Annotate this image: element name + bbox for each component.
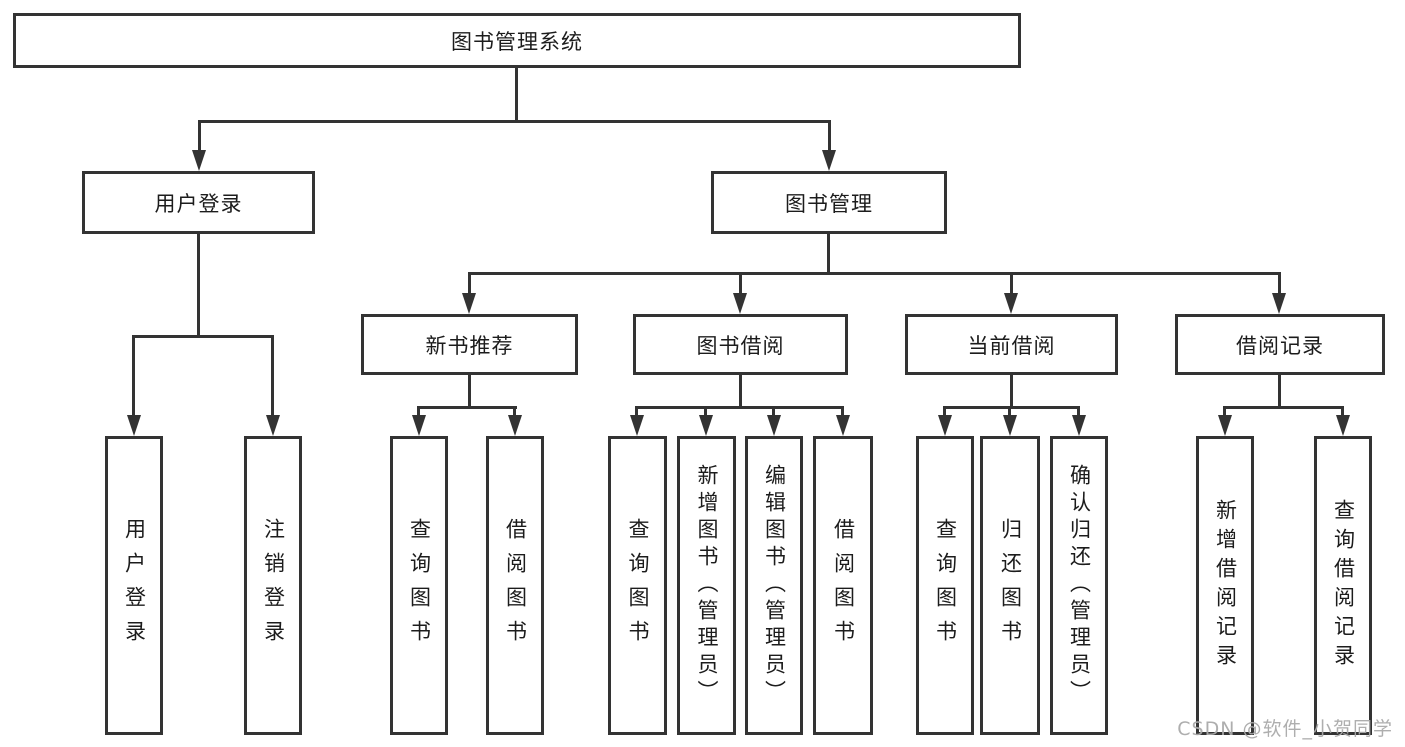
node-root-label: 图书管理系统 [451,29,583,54]
leaf-query-books-recommend-label: 查询图书 [407,517,432,654]
arrowhead-down-icon [1272,293,1286,314]
connector-line [704,406,707,418]
connector-line [515,68,518,122]
arrowhead-down-icon [266,415,280,436]
arrowhead-down-icon [699,415,713,436]
arrowhead-down-icon [767,415,781,436]
connector-line [1008,406,1011,418]
connector-line [132,335,274,338]
arrowhead-down-icon [836,415,850,436]
arrowhead-down-icon [1072,415,1086,436]
connector-line [772,406,775,418]
connector-line [1010,272,1013,296]
connector-line [1223,406,1344,409]
connector-line [1077,406,1080,418]
connector-line [417,406,517,409]
connector-line [468,272,471,296]
leaf-return-books: 归还图书 [980,436,1040,735]
connector-line [1278,272,1281,296]
node-user-login: 用户登录 [82,171,315,234]
connector-line [1278,375,1281,408]
connector-line [841,406,844,418]
leaf-query-books-borrow: 查询图书 [608,436,667,735]
connector-line [827,234,830,275]
arrowhead-down-icon [127,415,141,436]
connector-line [739,272,742,296]
node-book-management: 图书管理 [711,171,947,234]
leaf-edit-book-admin: 编辑图书（管理员） [745,436,803,735]
leaf-query-borrow-record-label: 查询借阅记录 [1331,498,1356,673]
connector-line [468,272,1281,275]
leaf-confirm-return-admin: 确认归还（管理员） [1050,436,1108,735]
connector-line [197,234,200,337]
arrowhead-down-icon [822,150,836,171]
leaf-borrow-books: 借阅图书 [813,436,873,735]
node-book-borrow-label: 图书借阅 [696,333,785,358]
arrowhead-down-icon [733,293,747,314]
connector-line [198,120,201,153]
node-book-management-label: 图书管理 [785,191,873,216]
connector-line [271,335,274,417]
leaf-query-books-recommend: 查询图书 [390,436,448,735]
leaf-logout-label: 注销登录 [261,517,286,654]
arrowhead-down-icon [412,415,426,436]
connector-line [132,335,135,417]
connector-line [1010,375,1013,408]
node-current-borrow: 当前借阅 [905,314,1118,375]
leaf-logout: 注销登录 [244,436,302,735]
arrowhead-down-icon [1218,415,1232,436]
leaf-query-books-current: 查询图书 [916,436,974,735]
leaf-edit-book-admin-label: 编辑图书（管理员） [762,464,787,707]
arrowhead-down-icon [508,415,522,436]
connector-line [739,375,742,408]
node-borrow-records-label: 借阅记录 [1236,333,1324,358]
connector-line [1341,406,1344,418]
leaf-add-book-admin: 新增图书（管理员） [677,436,736,735]
connector-line [943,406,946,418]
connector-line [513,406,516,418]
connector-line [417,406,420,418]
connector-line [198,120,831,123]
node-current-borrow-label: 当前借阅 [967,333,1056,358]
node-borrow-records: 借阅记录 [1175,314,1385,375]
leaf-add-borrow-record-label: 新增借阅记录 [1213,498,1238,673]
leaf-query-borrow-record: 查询借阅记录 [1314,436,1372,735]
leaf-borrow-books-recommend-label: 借阅图书 [503,517,528,654]
leaf-return-books-label: 归还图书 [998,517,1023,654]
connector-line [828,120,831,153]
leaf-query-books-current-label: 查询图书 [933,517,958,654]
node-user-login-label: 用户登录 [154,191,243,216]
arrowhead-down-icon [1336,415,1350,436]
connector-line [943,406,1080,409]
arrowhead-down-icon [1004,293,1018,314]
connector-line [635,406,844,409]
arrowhead-down-icon [1003,415,1017,436]
csdn-watermark: CSDN @软件_小贺同学 [1177,718,1393,740]
leaf-user-login: 用户登录 [105,436,163,735]
arrowhead-down-icon [192,150,206,171]
leaf-borrow-books-recommend: 借阅图书 [486,436,544,735]
node-book-borrow: 图书借阅 [633,314,848,375]
leaf-add-borrow-record: 新增借阅记录 [1196,436,1254,735]
connector-line [1223,406,1226,418]
leaf-confirm-return-admin-label: 确认归还（管理员） [1067,464,1092,707]
node-new-book-recommend-label: 新书推荐 [425,333,514,358]
leaf-user-login-label: 用户登录 [122,517,147,654]
leaf-query-books-borrow-label: 查询图书 [626,517,650,654]
arrowhead-down-icon [630,415,644,436]
arrowhead-down-icon [462,293,476,314]
connector-line [468,375,471,408]
leaf-borrow-books-label: 借阅图书 [831,517,856,654]
arrowhead-down-icon [938,415,952,436]
leaf-add-book-admin-label: 新增图书（管理员） [695,464,719,707]
connector-line [635,406,638,418]
node-new-book-recommend: 新书推荐 [361,314,578,375]
node-root: 图书管理系统 [13,13,1021,68]
